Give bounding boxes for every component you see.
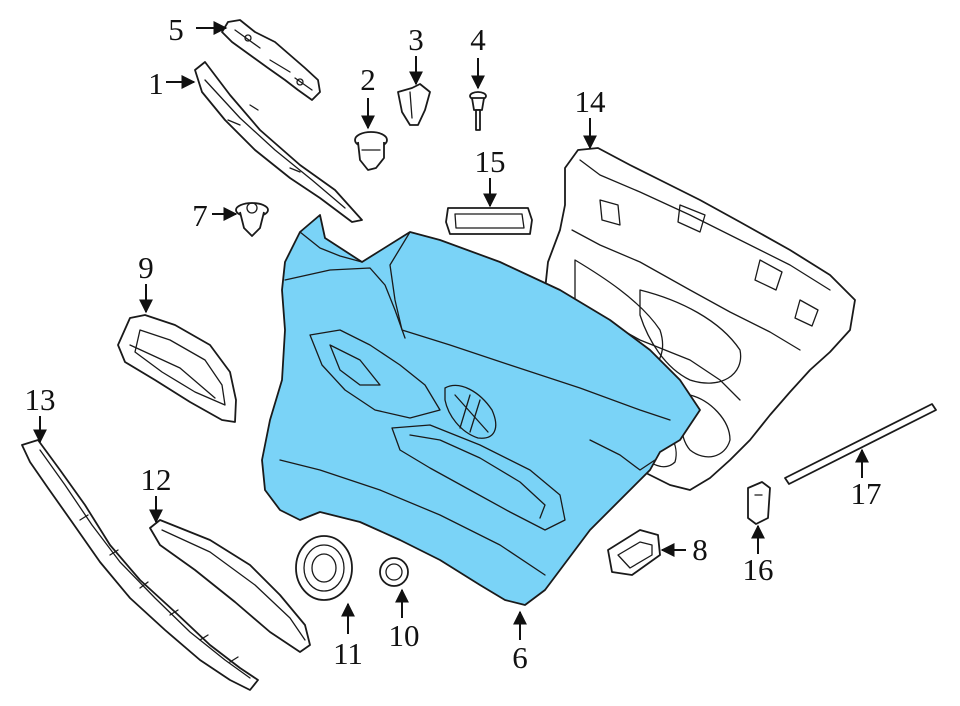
- part-9-handle-bezel[interactable]: [117, 314, 237, 423]
- callout-labels: 5 1 2 3 4 14 15 7 9 13 12 17 8 16 11 10 …: [25, 12, 882, 675]
- callout-12: 12: [141, 462, 172, 497]
- part-15-bezel[interactable]: [445, 207, 533, 235]
- part-17-rod[interactable]: [784, 403, 937, 485]
- callout-8: 8: [692, 532, 708, 567]
- callout-17: 17: [851, 476, 882, 511]
- callout-13: 13: [25, 382, 56, 417]
- part-4-screw[interactable]: [469, 91, 487, 131]
- part-8-switch[interactable]: [607, 529, 661, 576]
- callout-2: 2: [360, 62, 376, 97]
- callout-9: 9: [138, 250, 154, 285]
- part-11-speaker-grille[interactable]: [295, 535, 353, 601]
- callout-16: 16: [743, 552, 774, 587]
- part-13-lower-strip[interactable]: [21, 439, 259, 691]
- callout-7: 7: [192, 198, 208, 233]
- part-16-clip[interactable]: [747, 481, 771, 525]
- callout-1: 1: [148, 66, 164, 101]
- callout-6: 6: [512, 640, 528, 675]
- part-7-push-clip[interactable]: [235, 202, 269, 237]
- part-1-upper-garnish[interactable]: [194, 61, 363, 223]
- callout-10: 10: [389, 618, 420, 653]
- callout-4: 4: [470, 22, 486, 57]
- callout-3: 3: [408, 22, 424, 57]
- callout-14: 14: [575, 84, 607, 119]
- part-6-door-trim-panel[interactable]: [261, 214, 701, 606]
- part-3-clip[interactable]: [397, 83, 431, 126]
- callout-15: 15: [475, 144, 506, 179]
- part-10-small-grille[interactable]: [379, 557, 409, 587]
- part-5-bracket[interactable]: [221, 19, 321, 101]
- part-12-armrest-pad[interactable]: [149, 519, 311, 653]
- part-2-clip[interactable]: [354, 131, 388, 171]
- callout-5: 5: [168, 12, 184, 47]
- callout-11: 11: [333, 636, 363, 671]
- leader-arrows: [33, 21, 869, 640]
